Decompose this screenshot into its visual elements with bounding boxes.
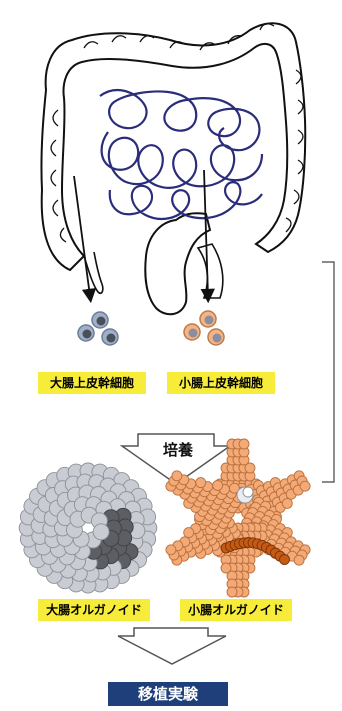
organoid-cell xyxy=(184,528,194,538)
intestine-illustration xyxy=(41,23,305,314)
large-intestine-organoid xyxy=(19,463,157,593)
label-small-intestine-organoid: 小腸オルガノイド xyxy=(180,599,292,621)
transplant-hollow-arrow xyxy=(118,628,226,664)
organoid-cell xyxy=(243,487,253,497)
organoid-cell xyxy=(239,439,249,449)
organoid-cell xyxy=(166,545,176,555)
organoid-cell xyxy=(196,478,206,488)
organoid-cell xyxy=(227,587,237,597)
organoid-cell xyxy=(282,498,292,508)
culture-label: 培養 xyxy=(151,439,205,461)
label-small-intestine-stem-cells: 小腸上皮幹細胞 xyxy=(167,372,275,394)
transplant-experiment-label: 移植実験 xyxy=(108,682,228,706)
organoid-cell xyxy=(213,480,223,490)
organoid-cell xyxy=(280,555,290,565)
large-intestine-stem-cells xyxy=(78,312,118,345)
small-intestine-stem-cells xyxy=(184,311,224,345)
small-intestine xyxy=(100,90,262,219)
organoid-cell xyxy=(93,524,109,540)
arrow-down-large xyxy=(74,176,90,296)
label-large-intestine-organoid: 大腸オルガノイド xyxy=(38,599,150,621)
organoid-cell xyxy=(300,481,310,491)
rectum xyxy=(145,213,210,314)
rectum-lower xyxy=(198,244,223,298)
label-large-intestine-stem-cells: 大腸上皮幹細胞 xyxy=(38,372,146,394)
organoid-cell xyxy=(294,555,304,565)
organoid-cell xyxy=(172,471,182,481)
side-bracket xyxy=(322,262,334,482)
